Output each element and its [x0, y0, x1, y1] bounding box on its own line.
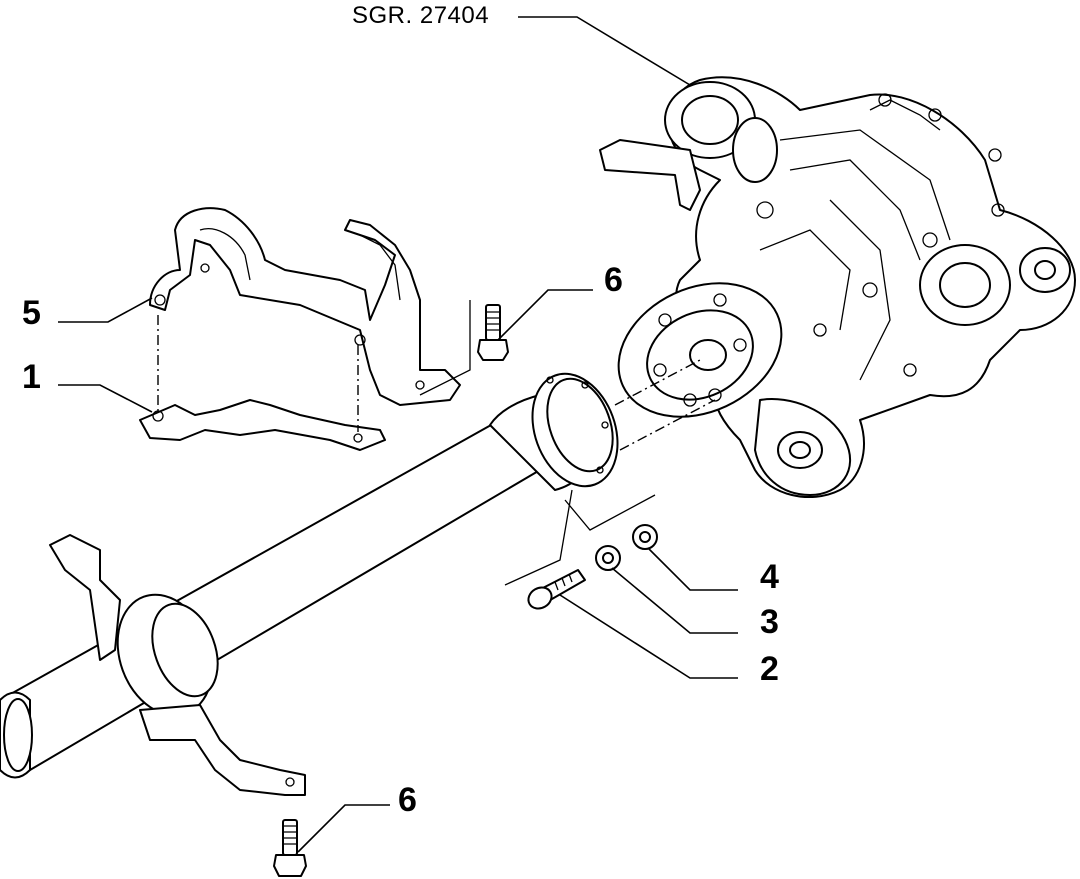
callout-1: 1 — [22, 358, 41, 396]
bolt-socket-head[interactable] — [525, 569, 586, 613]
upper-support-bracket[interactable] — [149, 207, 461, 406]
reference-frame-shaft-lower — [504, 489, 573, 586]
reference-frame-shaft — [564, 494, 656, 531]
leader-6a — [497, 289, 593, 341]
leader-2 — [559, 594, 738, 679]
washer-3[interactable] — [595, 545, 621, 571]
callout-6-lower: 6 — [398, 781, 417, 819]
leader-ref — [518, 16, 691, 86]
callout-5: 5 — [22, 294, 41, 332]
callout-3: 3 — [760, 603, 779, 641]
leader-4 — [647, 547, 738, 591]
reference-label: SGR. 27404 — [352, 2, 490, 29]
bolt-upper[interactable] — [477, 304, 509, 361]
callout-6-upper: 6 — [604, 261, 623, 299]
bolt-lower[interactable] — [273, 819, 307, 877]
leader-3 — [611, 567, 738, 634]
leader-6b — [297, 804, 390, 853]
alignment-line-flange-upper — [614, 359, 701, 406]
reference-frame-bolt — [419, 300, 471, 396]
leader-1 — [58, 384, 153, 413]
lower-support-bracket[interactable] — [139, 399, 386, 451]
leader-5 — [58, 297, 153, 323]
callout-2: 2 — [760, 650, 779, 688]
callout-4: 4 — [760, 558, 779, 596]
propeller-shaft[interactable] — [0, 362, 632, 779]
center-bearing-bracket[interactable] — [49, 534, 306, 796]
differential-housing[interactable] — [597, 76, 1076, 498]
alignment-line-flange-lower — [619, 399, 716, 451]
washer-4[interactable] — [632, 524, 658, 550]
